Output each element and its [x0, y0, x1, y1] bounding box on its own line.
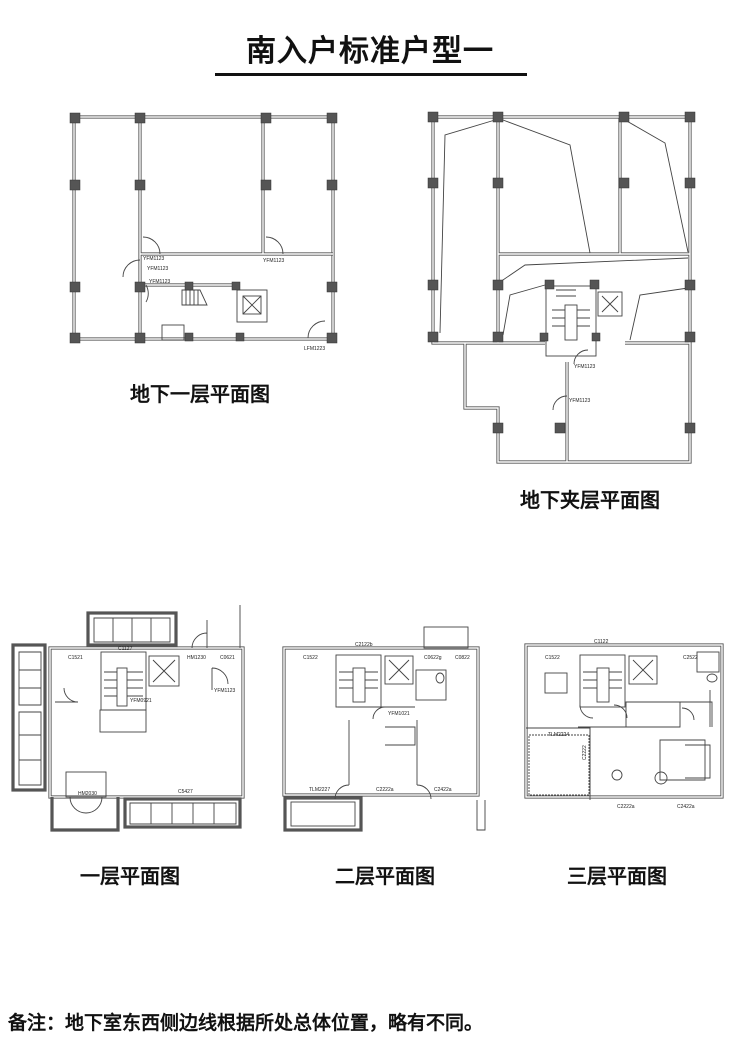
stairs — [545, 285, 597, 357]
window-label: C2222a — [376, 787, 394, 793]
page-title: 南入户标准户型一 — [246, 34, 494, 69]
door-label: YFM1123 — [263, 258, 285, 264]
window-label: C2422a — [434, 787, 452, 793]
window-label: C0822 — [455, 655, 470, 661]
window-label: C1522 — [303, 655, 318, 661]
door-label: TLM2224 — [548, 732, 569, 738]
door-label: YFM1123 — [214, 688, 236, 694]
plan-label-basement-mezzanine: 地下夹层平面图 — [520, 488, 660, 512]
door-label: YFM1123 — [147, 266, 169, 272]
window-label: C2222a — [617, 804, 635, 810]
window-label: C2222 — [582, 745, 588, 760]
window-label: C1521 — [68, 655, 83, 661]
door-label: YFM0921 — [130, 698, 152, 704]
footnote: 备注：地下室东西侧边线根据所处总体位置，略有不同。 — [8, 1012, 484, 1034]
plan-label-floor-3: 三层平面图 — [567, 864, 667, 888]
stairs — [579, 654, 626, 708]
window-label: C0621 — [220, 655, 235, 661]
elevator — [148, 655, 180, 687]
plan-floor-2: C2122b C1522 C0622g C0822 YFM1021 TLM222… — [282, 626, 486, 832]
plan-basement-mezzanine: YFM1123 YFM1123 — [427, 111, 696, 464]
window-label: C5427 — [178, 789, 193, 795]
window-label: C1122 — [594, 639, 609, 645]
window-label: C1522 — [545, 655, 560, 661]
plan-floor-1: C1521 C1127 HM1230 C0621 YFM1123 YFM0921… — [11, 605, 245, 832]
title-underline — [215, 73, 527, 76]
plan-floor-3: C1122 C1522 C2522 TLM2224 C2222 C2222a C… — [524, 639, 724, 810]
window-label: C1127 — [118, 646, 133, 652]
plan-basement-1: YFM1123 YFM1123 YFM1123 YFM1123 LFM1223 — [69, 112, 338, 352]
stairs — [335, 654, 382, 708]
elevator — [384, 655, 414, 685]
window-label: C2522 — [683, 655, 698, 661]
door-label: YFM1123 — [574, 364, 596, 370]
elevator — [597, 291, 623, 317]
door-label: YFM1123 — [569, 398, 591, 404]
door-label: YFM1021 — [388, 711, 410, 717]
door-label: YFM1123 — [143, 256, 165, 262]
door-label: LFM1223 — [304, 346, 325, 352]
door-label: TLM2227 — [309, 787, 330, 793]
elevator — [628, 655, 658, 685]
plan-label-floor-2: 二层平面图 — [335, 864, 435, 888]
window-label: C2122b — [355, 642, 373, 648]
plan-label-basement-1: 地下一层平面图 — [130, 382, 270, 406]
window-label: C2422a — [677, 804, 695, 810]
window-label: C0622g — [424, 655, 442, 661]
elevator — [236, 289, 268, 323]
plan-label-floor-1: 一层平面图 — [80, 864, 180, 888]
stairs — [181, 289, 208, 306]
door-label: YFM1123 — [149, 279, 171, 285]
door-label: HM1230 — [187, 655, 206, 661]
door-label: HM2030 — [78, 791, 97, 797]
